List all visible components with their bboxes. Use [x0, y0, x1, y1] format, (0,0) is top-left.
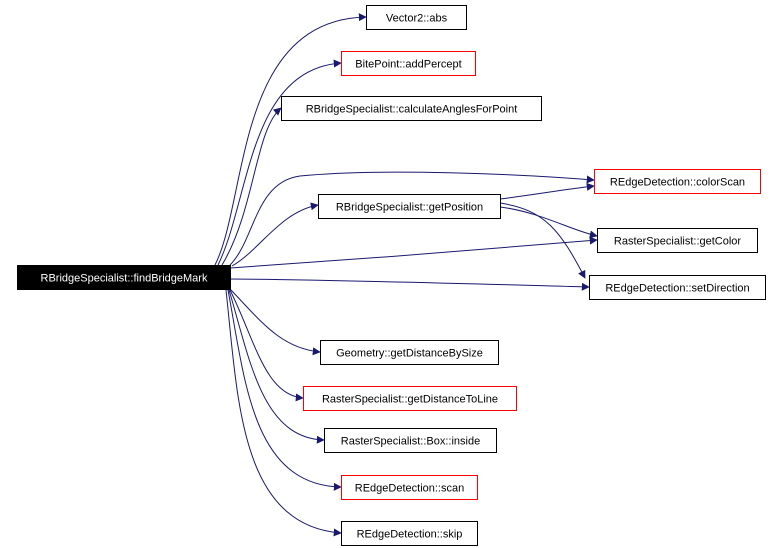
node-label: Geometry::getDistanceBySize: [336, 348, 483, 360]
node-label: RBridgeSpecialist::calculateAnglesForPoi…: [306, 104, 518, 116]
node-label: Vector2::abs: [386, 13, 448, 25]
edge-root-to-scan: [227, 289, 342, 491]
node-skip[interactable]: REdgeDetection::skip: [341, 521, 478, 546]
edge-root-to-set_dir: [229, 278, 590, 291]
node-label: RBridgeSpecialist::getPosition: [336, 202, 483, 214]
edge-root-to-get_pos: [231, 202, 319, 267]
edge-root-to-get_color: [229, 236, 598, 269]
edge-root-to-calc_angles: [221, 107, 282, 266]
node-box: [366, 5, 467, 30]
edge-root-to-dist_size: [229, 288, 321, 356]
node-scan[interactable]: REdgeDetection::scan: [341, 475, 478, 500]
node-dist-size[interactable]: Geometry::getDistanceBySize: [320, 340, 499, 365]
node-box: [341, 475, 478, 500]
node-box: [17, 265, 231, 290]
node-box: [320, 340, 499, 365]
edge-get_pos-to-set_dir: [499, 202, 586, 279]
node-label: RBridgeSpecialist::findBridgeMark: [41, 273, 208, 285]
node-box: [281, 96, 542, 121]
node-set-dir[interactable]: REdgeDetection::setDirection: [589, 275, 766, 300]
node-box: [341, 51, 476, 76]
node-box: [589, 275, 766, 300]
edge-get_pos-to-get_color: [499, 206, 598, 239]
node-box: [594, 169, 761, 194]
node-root[interactable]: RBridgeSpecialist::findBridgeMark: [17, 265, 231, 290]
node-label: REdgeDetection::setDirection: [605, 283, 749, 295]
nodes-layer: RBridgeSpecialist::findBridgeMark Vector2…: [17, 5, 766, 546]
node-label: RasterSpecialist::getDistanceToLine: [322, 394, 498, 406]
edge-root-to-box_inside: [228, 289, 325, 444]
edge-get_pos-to-color_scan: [499, 182, 595, 200]
node-bite-add[interactable]: BitePoint::addPercept: [341, 51, 476, 76]
node-dist-line[interactable]: RasterSpecialist::getDistanceToLine: [303, 386, 517, 411]
node-box: [318, 194, 501, 219]
node-box: [341, 521, 478, 546]
node-label: REdgeDetection::scan: [355, 483, 464, 495]
edge-root-to-vec_abs: [214, 13, 367, 266]
node-label: REdgeDetection::colorScan: [610, 177, 745, 189]
node-calc-angles[interactable]: RBridgeSpecialist::calculateAnglesForPoi…: [281, 96, 542, 121]
node-get-color[interactable]: RasterSpecialist::getColor: [597, 228, 758, 253]
node-box: [324, 428, 497, 453]
node-label: BitePoint::addPercept: [355, 59, 461, 71]
edge-root-to-bite_add: [217, 59, 342, 266]
node-label: RasterSpecialist::Box::inside: [341, 436, 480, 448]
node-get-pos[interactable]: RBridgeSpecialist::getPosition: [318, 194, 501, 219]
edge-root-to-skip: [225, 289, 342, 537]
node-box: [303, 386, 517, 411]
node-label: RasterSpecialist::getColor: [614, 236, 742, 248]
node-box: [597, 228, 758, 253]
node-box-inside[interactable]: RasterSpecialist::Box::inside: [324, 428, 497, 453]
edge-root-to-dist_line: [229, 289, 304, 402]
node-label: REdgeDetection::skip: [357, 529, 463, 541]
node-color-scan[interactable]: REdgeDetection::colorScan: [594, 169, 761, 194]
edges-layer: [214, 13, 598, 537]
node-vec-abs[interactable]: Vector2::abs: [366, 5, 467, 30]
edge-root-to-color_scan: [229, 171, 595, 266]
